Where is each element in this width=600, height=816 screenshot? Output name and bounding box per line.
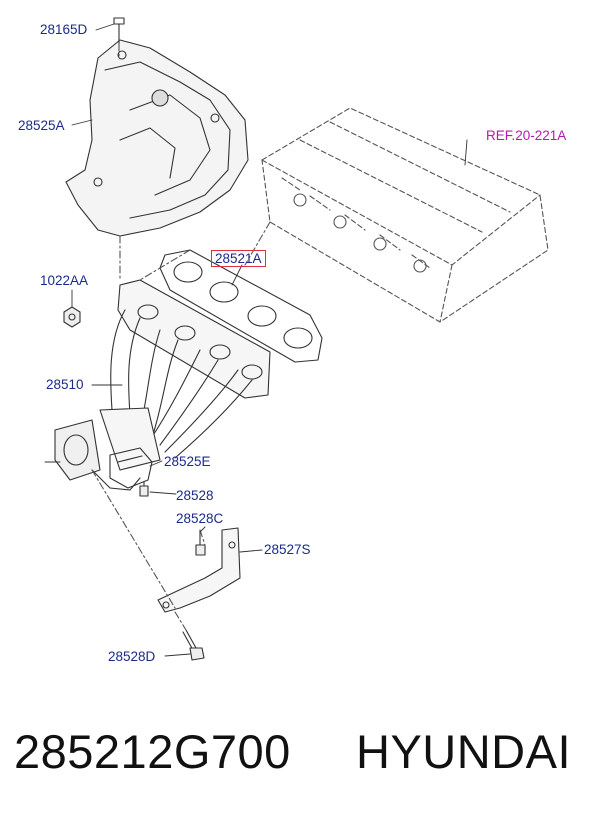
bolt-28528d [182, 629, 205, 661]
callout-ref-cylinder-head: REF.20-221A [486, 128, 567, 143]
callout-28510: 28510 [46, 377, 84, 392]
bolt-28528c [195, 529, 206, 556]
part-number: 285212G700 [14, 725, 291, 778]
callout-1022aa: 1022AA [40, 273, 89, 288]
bolt-28528 [139, 481, 149, 497]
cylinder-head-ref [261, 107, 549, 323]
callout-28528: 28528 [176, 488, 214, 503]
callout-28165d: 28165D [40, 22, 88, 37]
brand-name: HYUNDAI [356, 725, 572, 778]
bracket-28527s [157, 527, 241, 613]
callout-28528d: 28528D [108, 649, 156, 664]
gasket-28521a [159, 249, 323, 363]
heat-protector-upper [65, 39, 249, 237]
heat-protector-lower [109, 447, 153, 489]
callout-28525e: 28525E [164, 454, 211, 469]
exhaust-manifold-28510 [44, 279, 271, 491]
leader-lines [71, 23, 468, 657]
callout-28521a-highlighted: 28521A [211, 250, 266, 267]
callout-28528c: 28528C [176, 511, 224, 526]
parts-diagram [44, 17, 549, 661]
cylinder-head-ports [293, 193, 427, 273]
alignment-lines [91, 43, 271, 631]
callout-28525a: 28525A [18, 118, 65, 133]
nut-1022aa [63, 306, 81, 328]
bolt-28165d [113, 17, 125, 45]
callout-28527s: 28527S [264, 542, 311, 557]
